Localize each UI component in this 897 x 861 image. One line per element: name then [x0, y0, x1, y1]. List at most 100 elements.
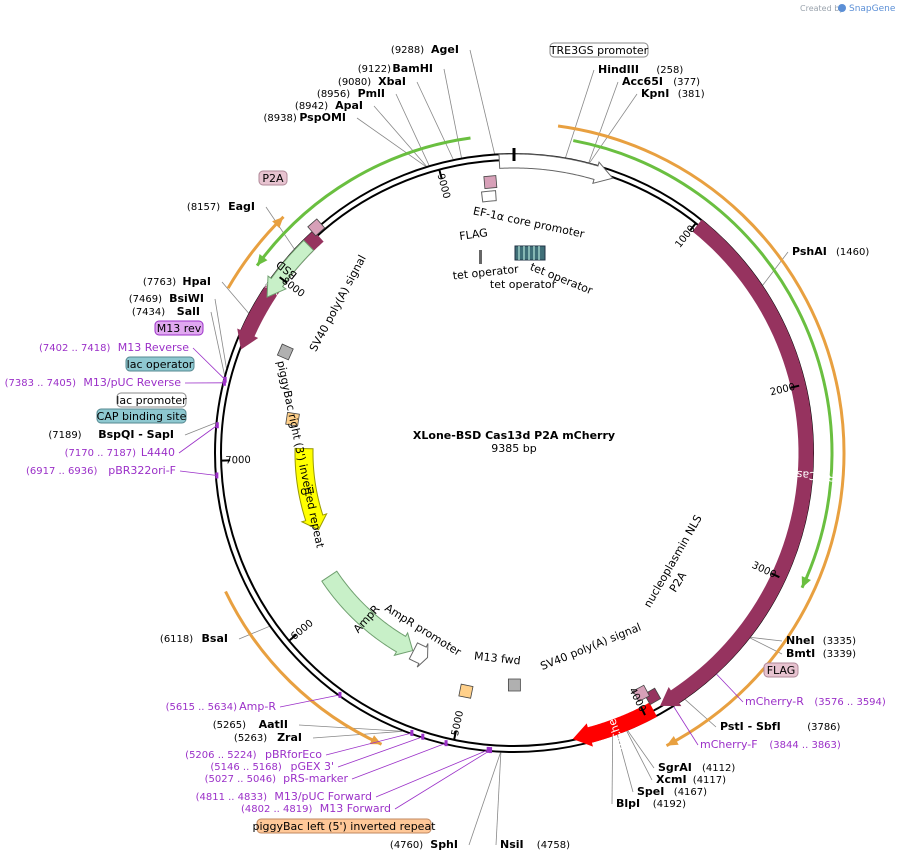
- feature-tag-piggybac-left-5-inverted-repeat: piggyBac left (5') inverted repeat: [253, 818, 437, 834]
- orf-arrowhead: [801, 576, 811, 588]
- inner-label-nucleoplasmin-nls: nucleoplasmin NLS: [641, 513, 705, 610]
- ruler-tick-label: 5000: [450, 710, 466, 737]
- leader-line: [356, 117, 426, 167]
- primer-mark: [486, 746, 490, 753]
- site-position: (8942): [295, 101, 328, 112]
- primer-position: (3576 .. 3594): [814, 697, 886, 708]
- feature-flag: [483, 175, 498, 189]
- site-kpni: KpnI(381): [641, 87, 705, 100]
- orf-arrowhead: [272, 216, 284, 229]
- site-bamhi: BamHI(9122): [358, 62, 433, 75]
- site-name: BspQI - SapI: [98, 428, 174, 441]
- site-bspqi-sapi: BspQI - SapI (7189): [48, 428, 174, 441]
- small-features: [276, 175, 662, 706]
- plasmid-center-title: XLone-BSD Cas13d P2A mCherry 9385 bp: [413, 429, 615, 455]
- site-name: ZraI: [277, 731, 302, 744]
- site-name: BmtI: [786, 647, 815, 660]
- leader-line: [184, 422, 216, 436]
- tet-operator-boxes: [479, 245, 546, 264]
- site-name: PspOMI: [299, 111, 346, 124]
- primer-position: (5615 .. 5634): [166, 702, 238, 713]
- primer-name: pBR322ori-F: [108, 464, 176, 477]
- site-position: (9080): [338, 77, 371, 88]
- site-position: (4760): [390, 840, 423, 851]
- site-position: (1460): [836, 247, 869, 258]
- site-name: AatII: [259, 718, 288, 731]
- plasmid-length: 9385 bp: [491, 442, 536, 455]
- site-name: XcmI: [656, 773, 687, 786]
- primer-leader: [673, 706, 699, 746]
- site-name: PshAI: [792, 245, 827, 258]
- leader-line: [611, 736, 614, 805]
- site-blpi: BlpI(4192): [616, 797, 686, 810]
- feature-m13-fwd: [458, 683, 474, 699]
- primer-leader: [375, 749, 489, 798]
- feature-tag-text: piggyBac left (5') inverted repeat: [253, 820, 437, 833]
- orf-arrowhead: [369, 735, 382, 745]
- feature-tag-box: [256, 818, 432, 834]
- ruler-tick-label: 9000: [435, 173, 452, 200]
- tet-operator-mark: [479, 250, 482, 264]
- site-name: SphI: [430, 838, 458, 851]
- primer-mcherry-r: mCherry-R (3576 .. 3594): [745, 695, 886, 708]
- primer-name: mCherry-R: [745, 695, 804, 708]
- feature-ampr-promoter: [408, 642, 429, 668]
- site-position: (4192): [653, 799, 686, 810]
- primer-position: (7383 .. 7405): [5, 378, 77, 389]
- feature-piggybac-right: [285, 411, 300, 427]
- primer-labels: M13 Reverse(7402 .. 7418)M13/pUC Reverse…: [5, 341, 886, 815]
- feature-tag-box: [258, 170, 288, 186]
- site-position: (4112): [702, 763, 735, 774]
- primer-position: (7402 .. 7418): [39, 343, 111, 354]
- site-bmti: BmtI(3339): [786, 647, 856, 660]
- leader-line: [588, 81, 619, 163]
- primer-mcherry-f: mCherry-F(3844 .. 3863): [700, 738, 841, 751]
- feature-tag-box: [154, 320, 204, 336]
- ruler-tick-5000: [453, 730, 457, 741]
- site-pmli: PmlI(8956): [317, 87, 385, 100]
- snapgene-logo-icon: [838, 4, 846, 12]
- feature-tag-text: FLAG: [767, 664, 796, 677]
- primer-mark: [444, 740, 448, 747]
- primer-leader: [337, 736, 423, 768]
- site-hpai: HpaI(7763): [143, 275, 211, 288]
- plasmid-name: XLone-BSD Cas13d P2A mCherry: [413, 429, 615, 442]
- feature-tag-m13-rev: M13 rev: [154, 320, 204, 336]
- feature-ef-1a-core-promoter: [498, 153, 614, 185]
- site-xbai: XbaI (9080): [338, 75, 406, 88]
- site-position: (377): [673, 77, 700, 88]
- site-position: (9122): [358, 64, 391, 75]
- feature-ori: [294, 447, 328, 531]
- primer-position: (4811 .. 4833): [196, 792, 268, 803]
- ruler-tick-1000: [689, 222, 697, 231]
- ruler-tick-3000: [770, 572, 780, 579]
- site-bsiwi: BsiWI(7469): [129, 292, 204, 305]
- restriction-site-labels: AgeI(9288)BamHI(9122)XbaI(9080)PmlI(8956…: [48, 43, 869, 851]
- tet-operator-block: [514, 245, 546, 261]
- site-position: (7189): [48, 430, 81, 441]
- orf-arrowhead: [257, 254, 268, 266]
- site-name: XbaI: [378, 75, 406, 88]
- feature-tag-box: [549, 42, 649, 58]
- site-nsii: NsiI(4758): [500, 838, 570, 851]
- site-position: (8956): [317, 89, 350, 100]
- ruler-tick-4000: [640, 706, 646, 716]
- primer-name: M13/pUC Forward: [274, 790, 372, 803]
- primer-position: (5027 .. 5046): [205, 774, 277, 785]
- site-apai: ApaI(8942): [295, 99, 363, 112]
- leader-line: [238, 626, 270, 640]
- feature-tag-text: M13 rev: [157, 322, 202, 335]
- site-name: HindIII: [598, 63, 639, 76]
- primer-mark: [410, 729, 414, 736]
- feature-ampr: [321, 570, 414, 657]
- leader-line: [616, 734, 634, 793]
- leader-line: [627, 730, 655, 769]
- site-name: NheI: [786, 634, 815, 647]
- primer-mark: [215, 422, 219, 429]
- primer-pbrforeco: pBRforEco(5206 .. 5224): [185, 748, 322, 761]
- site-name: EagI: [228, 200, 255, 213]
- site-name: BsaI: [202, 632, 228, 645]
- leader-line: [750, 637, 783, 642]
